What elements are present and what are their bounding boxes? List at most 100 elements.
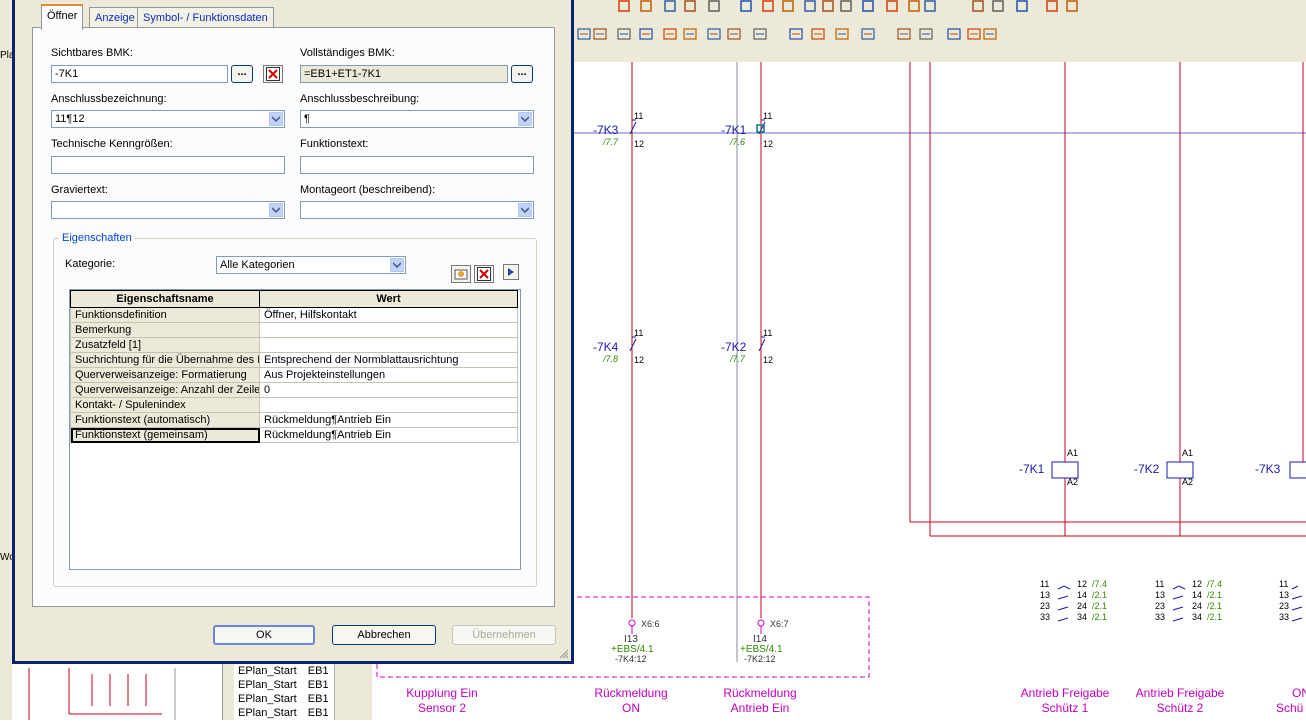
tab-anzeige[interactable]: Anzeige: [89, 7, 141, 28]
contact-table-pin: 12: [1077, 579, 1088, 589]
toolbar-icon[interactable]: [662, 26, 678, 42]
toolbar-icon[interactable]: [752, 26, 768, 42]
apply-button[interactable]: Übernehmen: [452, 625, 556, 645]
toolbar-icon[interactable]: [616, 26, 632, 42]
contact-table-ref: /7.4: [1207, 579, 1223, 589]
contact-tag: -7K3: [593, 123, 619, 137]
toolbar-icon[interactable]: [884, 0, 900, 14]
toolbar-icon[interactable]: [834, 26, 850, 42]
table-row[interactable]: Bemerkung: [70, 322, 518, 338]
toolbar-icon[interactable]: [860, 26, 876, 42]
toolbar-icon[interactable]: [760, 0, 776, 14]
table-row[interactable]: Funktionstext (automatisch)Rückmeldung¶A…: [70, 412, 518, 428]
property-value[interactable]: Rückmeldung¶Antrieb Ein: [259, 412, 518, 428]
function-text-line: Antrieb Ein: [730, 701, 790, 715]
technical-params-input[interactable]: [51, 156, 285, 174]
toolbar-icon[interactable]: [896, 26, 912, 42]
toolbar-icon[interactable]: [1014, 0, 1030, 14]
tree-item[interactable]: EPlan_Start EB1: [238, 693, 329, 705]
toolbar-icon[interactable]: [738, 0, 754, 14]
tab-oeffner[interactable]: Öffner: [41, 4, 84, 30]
toolbar-icon[interactable]: [616, 0, 632, 14]
table-row-selected[interactable]: Funktionstext (gemeinsam)Rückmeldung¶Ant…: [70, 427, 518, 443]
tree-scrollbar[interactable]: [334, 664, 351, 720]
toolbar-icon[interactable]: [1064, 0, 1080, 14]
toolbar-icon[interactable]: [820, 0, 836, 14]
cancel-button[interactable]: Abbrechen: [332, 625, 436, 645]
category-combo[interactable]: Alle Kategorien: [216, 256, 406, 274]
tab-symbol-funktionsdaten[interactable]: Symbol- / Funktionsdaten: [137, 7, 274, 28]
property-value[interactable]: 0: [259, 382, 518, 398]
toolbar-icon[interactable]: [922, 0, 938, 14]
chevron-down-icon[interactable]: [269, 112, 283, 126]
toolbar-icon[interactable]: [838, 0, 854, 14]
toolbar-icon[interactable]: [780, 0, 796, 14]
chevron-down-icon[interactable]: [269, 203, 283, 217]
column-header-name[interactable]: Eigenschaftsname: [70, 290, 260, 308]
function-text-input[interactable]: [300, 156, 534, 174]
delete-property-icon[interactable]: [474, 265, 494, 283]
tree-item-suffix: EB1: [307, 693, 329, 705]
full-bmk-browse-button[interactable]: ...: [511, 65, 533, 83]
function-text: Antrieb Freigabe Schütz 2: [1130, 686, 1230, 716]
toolbar-icon[interactable]: [918, 26, 934, 42]
contact-table-pin: 33: [1155, 612, 1166, 622]
toolbar-icon[interactable]: [682, 26, 698, 42]
mounting-location-combo[interactable]: [300, 201, 534, 219]
arrow-right-icon[interactable]: [503, 264, 519, 280]
toolbar-icon[interactable]: [906, 0, 922, 14]
visible-bmk-input[interactable]: -7K1: [51, 65, 228, 83]
toolbar-icon[interactable]: [860, 0, 876, 14]
property-value[interactable]: Entsprechend der Normblattausrichtung: [259, 352, 518, 368]
tree-item[interactable]: EPlan_Start EB1: [238, 679, 329, 691]
toolbar-icon[interactable]: [576, 26, 592, 42]
property-value[interactable]: [259, 322, 518, 338]
table-row[interactable]: Kontakt- / Spulenindex: [70, 397, 518, 413]
column-header-value[interactable]: Wert: [259, 290, 518, 308]
property-value[interactable]: Öffner, Hilfskontakt: [259, 307, 518, 323]
toolbar-icon[interactable]: [802, 0, 818, 14]
toolbar-icon[interactable]: [592, 26, 608, 42]
ok-button[interactable]: OK: [213, 625, 315, 645]
toolbar-icon[interactable]: [970, 0, 986, 14]
toolbar-icon[interactable]: [706, 26, 722, 42]
toolbar-icon[interactable]: [946, 26, 962, 42]
chevron-down-icon[interactable]: [390, 258, 404, 272]
new-property-icon[interactable]: [451, 265, 471, 283]
visible-bmk-browse-button[interactable]: ...: [231, 65, 253, 83]
toolbar-icon[interactable]: [788, 26, 804, 42]
toolbar-icon[interactable]: [726, 26, 742, 42]
toolbar-icon[interactable]: [990, 0, 1006, 14]
engraving-text-combo[interactable]: [51, 201, 285, 219]
delete-icon[interactable]: [263, 65, 283, 83]
toolbar-icon[interactable]: [682, 0, 698, 14]
toolbar-icon[interactable]: [638, 0, 654, 14]
property-value[interactable]: [259, 337, 518, 353]
contact-ref: /7.6: [730, 137, 746, 147]
toolbar-icon[interactable]: [638, 26, 654, 42]
connection-description-combo[interactable]: ¶: [300, 110, 534, 128]
chevron-down-icon[interactable]: [518, 112, 532, 126]
toolbar-icon[interactable]: [966, 26, 982, 42]
toolbar-icon[interactable]: [982, 26, 998, 42]
tree-item[interactable]: EPlan_Start EB1: [238, 665, 329, 677]
property-value[interactable]: Aus Projekteinstellungen: [259, 367, 518, 383]
chevron-down-icon[interactable]: [518, 203, 532, 217]
toolbar-icon[interactable]: [662, 0, 678, 14]
connection-designation-combo[interactable]: 11¶12: [51, 110, 285, 128]
property-value[interactable]: Rückmeldung¶Antrieb Ein: [259, 427, 518, 443]
toolbar-icon[interactable]: [1044, 0, 1060, 14]
contact-table-pin: 12: [1192, 579, 1203, 589]
properties-group: [53, 238, 537, 587]
property-value[interactable]: [259, 397, 518, 413]
tree-item[interactable]: EPlan_Start EB1: [238, 707, 329, 719]
table-row[interactable]: Zusatzfeld [1]: [70, 337, 518, 353]
toolbar-icon[interactable]: [706, 0, 722, 14]
toolbar-icon[interactable]: [810, 26, 826, 42]
resize-grip-icon[interactable]: [559, 649, 569, 659]
terminal-src: -7K2:12: [744, 654, 776, 664]
